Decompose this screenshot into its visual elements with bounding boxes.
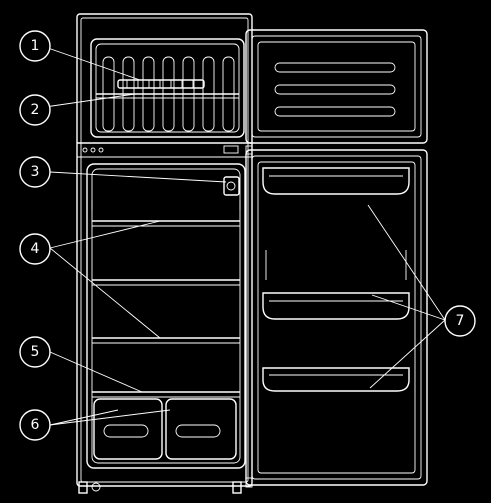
fridge-door [245, 145, 428, 488]
fridge-compartment [86, 163, 246, 469]
leader-lines [44, 46, 446, 426]
svg-text:3: 3 [31, 164, 40, 180]
callout-3: 3 [19, 156, 51, 188]
callout-5: 5 [19, 336, 51, 368]
svg-text:1: 1 [31, 38, 40, 54]
svg-text:7: 7 [456, 313, 465, 329]
svg-text:6: 6 [31, 417, 40, 433]
freezer-door [245, 29, 428, 144]
callout-6: 6 [19, 409, 51, 441]
svg-text:2: 2 [31, 102, 40, 118]
svg-text:5: 5 [31, 344, 40, 360]
callout-1: 1 [19, 30, 51, 62]
callout-4: 4 [19, 233, 51, 265]
callout-2: 2 [19, 94, 51, 126]
callout-7: 7 [444, 305, 476, 337]
svg-text:4: 4 [31, 241, 40, 257]
freezer-compartment [90, 38, 245, 138]
